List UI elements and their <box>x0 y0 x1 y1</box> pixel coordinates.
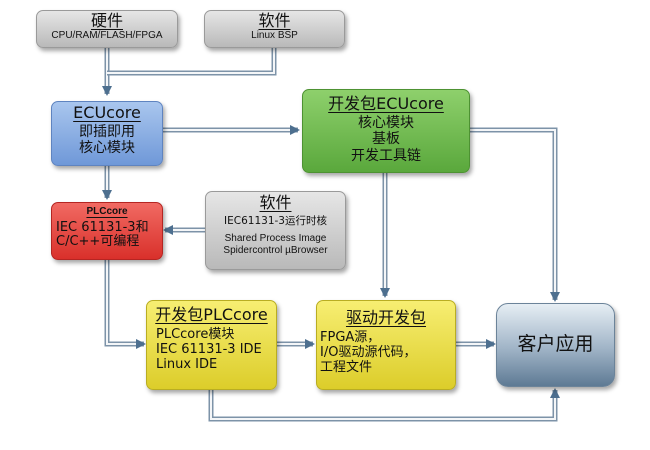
node-plccore-devkit-title: 开发包PLCcore <box>155 305 268 324</box>
node-driver-devkit-line-2: I/O驱动源代码， <box>320 345 417 361</box>
node-software-runtime-title: 软件 <box>259 193 292 212</box>
node-ecucore-devkit-line-2: 基板 <box>372 131 400 148</box>
node-plccore-line-2: C/C++可编程 <box>56 234 140 250</box>
node-driver-devkit-line-3: 工程文件 <box>320 360 373 376</box>
node-plccore-devkit-line-1: PLCcore模块 <box>156 327 235 343</box>
node-ecucore: ECUcore 即插即用 核心模块 <box>51 101 163 166</box>
node-software-bsp-title: 软件 <box>258 11 291 30</box>
node-ecucore-devkit-line-3: 开发工具链 <box>351 147 421 164</box>
edge-plccore-devkit-customer <box>208 388 560 422</box>
node-driver-devkit-line-1: FPGA源， <box>320 330 381 346</box>
node-plccore-line-1: IEC 61131-3和 <box>56 219 149 235</box>
node-plccore-title: PLCcore <box>86 206 128 217</box>
node-ecucore-devkit-title: 开发包ECUcore <box>328 94 444 113</box>
node-ecucore-devkit-line-1: 核心模块 <box>358 115 414 132</box>
edge-bsp-ecucore <box>107 48 277 76</box>
node-software-bsp-line: Linux BSP <box>251 30 298 42</box>
node-ecucore-devkit: 开发包ECUcore 核心模块 基板 开发工具链 <box>302 89 470 173</box>
node-hardware-title: 硬件 <box>90 11 123 30</box>
node-software-runtime-line-1: IEC61131-3运行时核 <box>224 215 327 228</box>
node-driver-devkit: 驱动开发包 FPGA源， I/O驱动源代码， 工程文件 <box>316 300 456 390</box>
node-software-bsp: 软件 Linux BSP <box>204 10 345 48</box>
node-hardware: 硬件 CPU/RAM/FLASH/FPGA <box>36 10 178 48</box>
node-plccore-devkit: 开发包PLCcore PLCcore模块 IEC 61131-3 IDE Lin… <box>146 300 277 390</box>
node-software-runtime: 软件 IEC61131-3运行时核 Shared Process Image S… <box>205 191 346 270</box>
node-ecucore-line-1: 即插即用 <box>79 124 135 141</box>
node-plccore-devkit-line-3: Linux IDE <box>156 357 218 373</box>
node-driver-devkit-title: 驱动开发包 <box>345 308 426 327</box>
node-software-runtime-line-3: Spidercontrol µBrowser <box>223 244 328 256</box>
node-hardware-line: CPU/RAM/FLASH/FPGA <box>51 30 163 42</box>
edge-ecucore-devkit-customer <box>470 127 560 302</box>
node-customer-app: 客户应用 <box>496 303 615 387</box>
node-ecucore-title: ECUcore <box>73 103 141 122</box>
node-customer-app-title: 客户应用 <box>517 333 594 356</box>
edge-plccore-plccore-devkit <box>104 260 146 349</box>
node-plccore: PLCcore IEC 61131-3和 C/C++可编程 <box>51 202 163 260</box>
node-ecucore-line-2: 核心模块 <box>79 140 135 157</box>
node-plccore-devkit-line-2: IEC 61131-3 IDE <box>156 342 262 358</box>
node-software-runtime-line-2: Shared Process Image <box>224 233 327 245</box>
